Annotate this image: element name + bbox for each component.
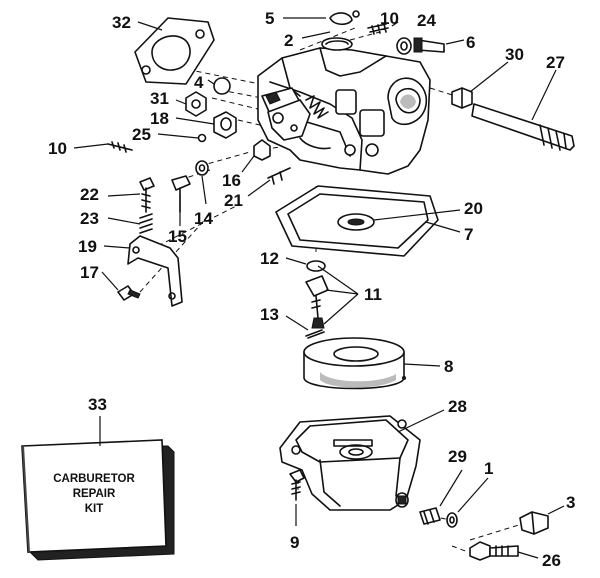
callout-8: 8 [444,357,453,376]
callout-16: 16 [222,171,241,190]
callout-26: 26 [542,551,561,570]
repair-kit-label: CARBURETOR REPAIR KIT [53,473,135,515]
part-9-screw [289,469,305,483]
callout-17: 17 [80,263,99,282]
callout-23: 23 [80,209,99,228]
left-parts [107,77,237,153]
part-12-washer [306,260,326,272]
callout-29: 29 [448,447,467,466]
callout-31: 31 [150,89,169,108]
part-16-nut [253,139,271,161]
callout-12: 12 [260,249,279,268]
callout-24: 24 [417,11,436,30]
part-18-fitting [213,111,237,139]
part-19-bracket [127,235,183,307]
flange-gasket [134,17,215,85]
part-10-pin-top [367,23,389,35]
callout-7: 7 [464,225,473,244]
callout-20: 20 [464,199,483,218]
callout-1: 1 [484,459,493,478]
callout-11: 11 [364,285,382,304]
callout-13: 13 [260,305,279,324]
middle-left-parts [139,139,291,234]
part-11-seat [305,275,329,297]
choke-bracket [117,235,183,307]
part-14-washer [195,160,209,176]
part-25-seal [197,133,207,143]
carburetor-body [257,37,431,175]
bottom-parts [289,469,549,561]
callout-32: 32 [112,13,131,32]
float [303,337,406,390]
part-15-screw [171,175,191,191]
callout-28: 28 [448,397,467,416]
part-21-screw [267,167,291,185]
callout-14: 14 [194,209,213,228]
callout-19: 19 [78,237,97,256]
callout-9: 9 [290,533,299,552]
right-top-parts [367,23,575,151]
part-22-screw [139,177,155,191]
leader-lines [73,17,565,559]
callout-21: 21 [224,191,243,210]
kit-line-1: CARBURETOR [53,473,135,485]
callout-3: 3 [566,493,575,512]
callout-2: 2 [284,31,293,50]
kit-line-3: KIT [85,503,104,515]
part-2-ball [352,10,360,18]
part-26-nozzle [469,541,491,561]
kit-line-2: REPAIR [73,488,116,500]
part-5-diaphragm [329,12,353,26]
top-small-parts [329,10,360,26]
callout-6: 6 [466,33,475,52]
callout-30: 30 [505,45,524,64]
part-23-spring [139,213,153,234]
callout-27: 27 [546,53,565,72]
float-bowl [279,415,421,511]
part-1-gasket [446,512,458,528]
callout-22: 22 [80,185,99,204]
callout-15: 15 [168,227,187,246]
needle-seat [305,260,329,339]
part-24-washer [396,37,412,55]
part-31-nut [185,91,207,117]
callout-4: 4 [194,73,204,92]
callout-labels: 32 5 2 10 24 6 30 27 4 31 18 25 10 16 21… [48,9,575,570]
callout-10-top: 10 [380,9,399,28]
callout-33: 33 [88,395,107,414]
repair-kit-box [21,439,175,561]
callout-10-left: 10 [48,139,67,158]
part-13-pin [305,329,325,339]
part-29-plug [419,507,441,525]
bowl-gasket [275,185,439,257]
part-10-pin-left [107,141,133,153]
part-4-ball [213,77,231,95]
callout-5: 5 [265,9,274,28]
callout-25: 25 [132,125,151,144]
callout-18: 18 [150,109,169,128]
